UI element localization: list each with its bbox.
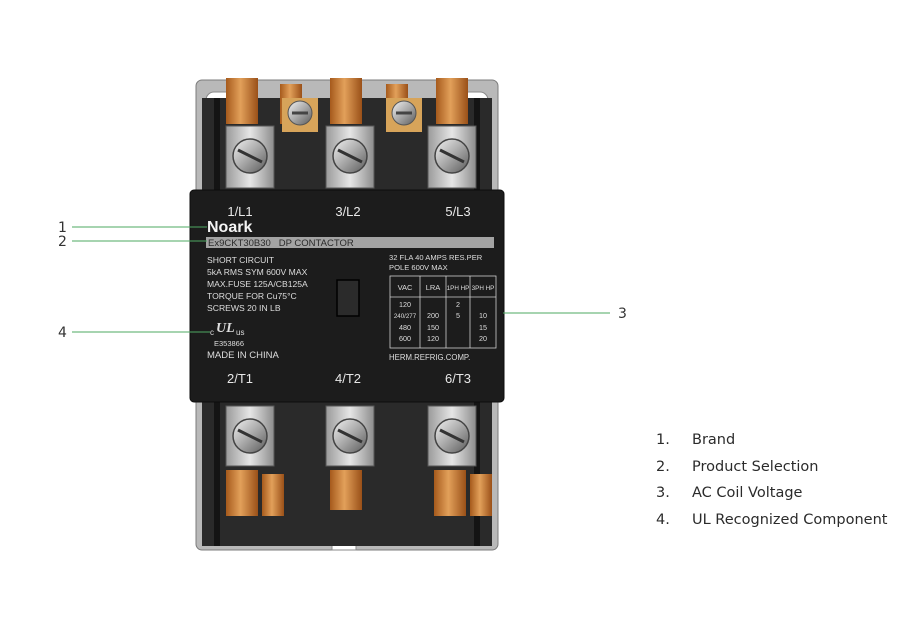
terminal-label-1-l1: 1/L1 <box>227 204 252 219</box>
legend-number: 4. <box>656 511 670 528</box>
spec-line: SHORT CIRCUIT <box>207 255 275 265</box>
spec-line: 5kA RMS SYM 600V MAX <box>207 267 308 277</box>
terminal-label-4-t2: 4/T2 <box>335 371 361 386</box>
spec-line: TORQUE FOR Cu75°C <box>207 291 297 301</box>
table-cell: 150 <box>427 323 439 332</box>
svg-text:us: us <box>236 328 244 337</box>
legend-list: 1. Brand 2. Product Selection 3. AC Coil Vo… <box>656 432 887 538</box>
terminal-label-6-t3: 6/T3 <box>445 371 471 386</box>
terminal-label-5-l3: 5/L3 <box>445 204 470 219</box>
actuator-window <box>336 279 360 317</box>
table-cell: 5 <box>456 311 460 320</box>
svg-text:c: c <box>210 328 214 337</box>
legend-number: 3. <box>656 485 670 501</box>
spec-line: SCREWS 20 IN LB <box>207 303 281 313</box>
svg-text:UL: UL <box>216 321 235 336</box>
legend-number: 2. <box>656 458 670 475</box>
callout-number-1: 1 <box>58 220 67 236</box>
callout-number-3: 3 <box>618 306 627 322</box>
top-terminal-screws <box>225 125 477 189</box>
footer-text: HERM.REFRIG.COMP. <box>389 353 470 362</box>
table-header: VAC <box>398 283 413 292</box>
table-cell: 120 <box>399 300 411 309</box>
model-band <box>206 237 494 248</box>
table-header: 3PH HP <box>472 285 495 292</box>
table-cell: 480 <box>399 323 411 332</box>
legend-label: AC Coil Voltage <box>692 485 803 501</box>
ul-file-number: E353866 <box>214 339 244 348</box>
table-cell: 10 <box>479 311 487 320</box>
table-cell: 200 <box>427 311 439 320</box>
coil-terminal-screws <box>282 98 422 132</box>
callout-lines <box>72 226 610 333</box>
table-cell: 600 <box>399 334 411 343</box>
made-in-text: MADE IN CHINA <box>207 350 279 361</box>
callout-number-4: 4 <box>58 325 67 341</box>
legend-label: Product Selection <box>692 458 819 475</box>
terminal-label-3-l2: 3/L2 <box>335 204 360 219</box>
rating-line-1: 32 FLA 40 AMPS RES.PER <box>389 253 483 262</box>
table-cell: 15 <box>479 323 487 332</box>
callout-number-2: 2 <box>58 234 67 250</box>
bottom-copper-tabs <box>226 470 492 516</box>
rating-table <box>389 275 497 349</box>
table-cell: 2 <box>456 300 460 309</box>
table-header: LRA <box>426 283 441 292</box>
spec-left-block: SHORT CIRCUIT 5kA RMS SYM 600V MAX MAX.F… <box>207 255 308 313</box>
legend-label: Brand <box>692 432 736 448</box>
table-cell: 120 <box>427 334 439 343</box>
table-cell: 20 <box>479 334 487 343</box>
table-header: 1PH HP <box>447 285 470 292</box>
ul-recognized-icon: c UL us <box>210 321 244 337</box>
legend-item: 1. Brand <box>656 432 887 459</box>
rating-line-2: POLE 600V MAX <box>389 263 448 272</box>
legend-item: 4. UL Recognized Component <box>656 512 887 539</box>
brand-logo-text: Noark <box>207 219 252 236</box>
bottom-terminal-screws <box>225 405 477 467</box>
table-cell: 240/277 <box>394 313 417 320</box>
terminal-label-2-t1: 2/T1 <box>227 371 253 386</box>
rating-table-cells: VAC LRA 1PH HP 3PH HP 120 240/277 480 60… <box>394 283 495 343</box>
spec-line: MAX.FUSE 125A/CB125A <box>207 279 308 289</box>
legend-item: 3. AC Coil Voltage <box>656 485 887 512</box>
legend-item: 2. Product Selection <box>656 459 887 486</box>
legend-number: 1. <box>656 432 670 448</box>
legend-label: UL Recognized Component <box>692 511 888 528</box>
model-text: Ex9CKT30B30 DP CONTACTOR <box>208 238 354 249</box>
